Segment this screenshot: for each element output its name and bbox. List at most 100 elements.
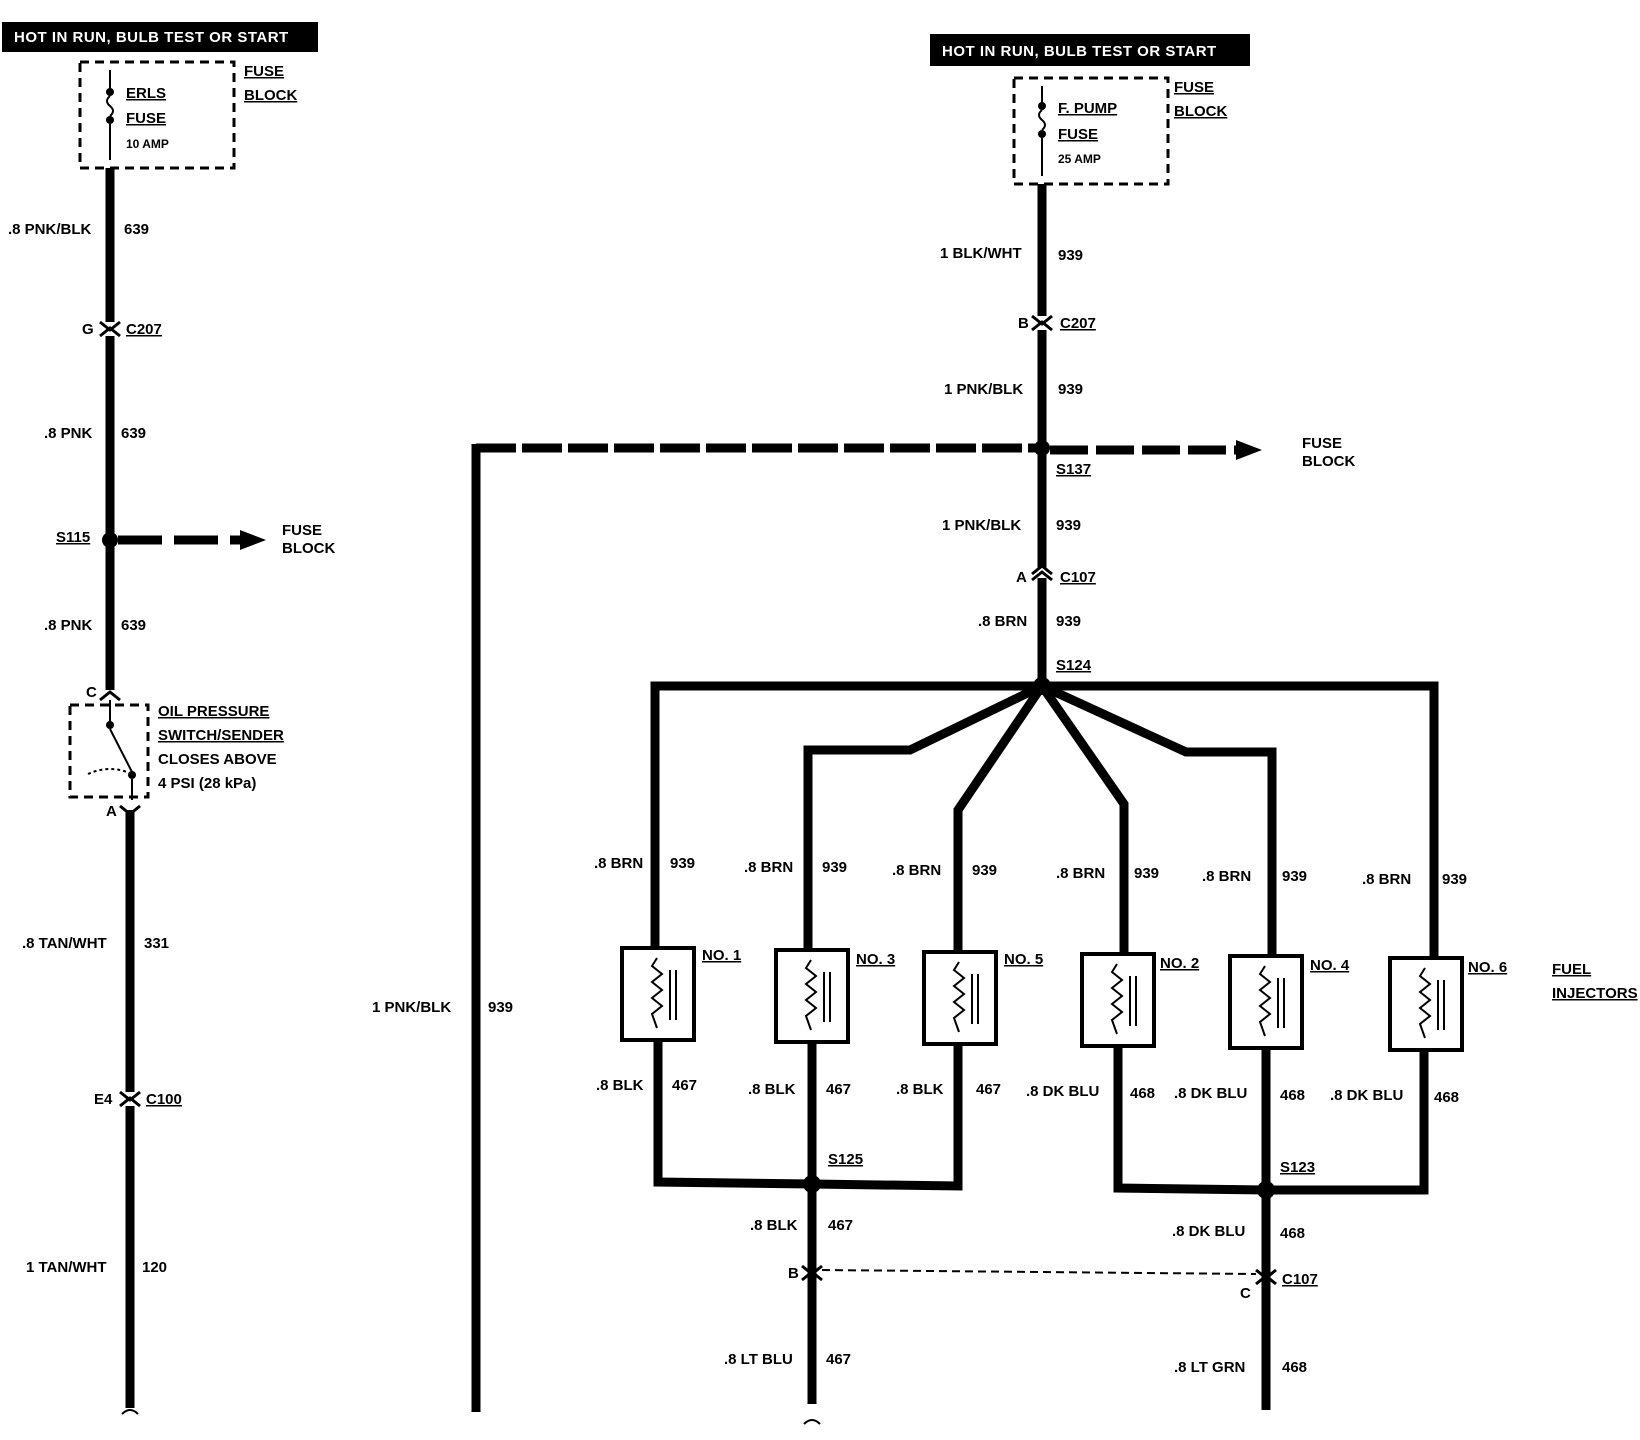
left-wire1-label: .8 PNK/BLK [8,221,92,238]
injector-2-top-circuit: 939 [1134,865,1159,882]
right-c107-c-pin: C [1240,1285,1251,1302]
injector-2-top-label: .8 BRN [1056,865,1105,882]
right-s124-splice [1033,677,1051,695]
left-wire-end [121,1409,139,1415]
right-fuse-block-box [1012,76,1170,186]
left-wire4-label: .8 TAN/WHT [22,935,107,952]
branch-no1 [650,681,1042,948]
return-no5 [811,1044,963,1191]
left-wire2-label: .8 PNK [44,425,93,442]
injector-4-name: NO. 4 [1310,957,1350,974]
injector-1-top-label: .8 BRN [594,855,643,872]
right-out2-circuit: 468 [1280,1225,1305,1242]
left-fuse-block-box [78,60,236,170]
right-s137-dest-2: BLOCK [1302,453,1355,470]
right-fuse-name-2: FUSE [1058,126,1098,143]
injector-3-top-label: .8 BRN [744,859,793,876]
left-switch-text-2: SWITCH/SENDER [158,727,284,744]
left-s115-arrow [240,530,266,550]
right-c107-a-name: C107 [1060,569,1096,586]
left-switch-text-1: OIL PRESSURE [158,703,269,720]
right-s123-name: S123 [1280,1159,1315,1176]
injector-5-bottom-circuit: 467 [976,1081,1001,1098]
right-final2-label: .8 LT GRN [1174,1359,1245,1376]
injector-3-name: NO. 3 [856,951,895,968]
injector-4-top-circuit: 939 [1282,868,1307,885]
right-out1-label: .8 BLK [750,1217,798,1234]
injector-1-name: NO. 1 [702,947,741,964]
injector-3-bottom-circuit: 467 [826,1081,851,1098]
injector-5-name: NO. 5 [1004,951,1043,968]
right-c207-connector [1031,314,1053,332]
right-s123-splice [1257,1181,1275,1199]
injector-2-bottom-circuit: 468 [1130,1085,1155,1102]
injector-no6 [1388,956,1464,1052]
right-fuse-block-label-1: FUSE [1174,79,1214,96]
branch-no6 [1042,681,1439,962]
left-fuse-rating: 10 AMP [126,137,169,151]
right-wire2-label: 1 PNK/BLK [944,381,1023,398]
injector-6-bottom-label: .8 DK BLU [1330,1087,1403,1104]
injector-no4 [1228,954,1304,1050]
right-wire1-label: 1 BLK/WHT [940,245,1022,262]
left-c207-pin: G [82,321,94,338]
right-fuse-rating: 25 AMP [1058,152,1101,166]
fuel-injectors-label-1: FUEL [1552,961,1591,978]
right-fuse-name-1: F. PUMP [1058,100,1117,117]
left-s115-splice [102,532,118,548]
right-header-text: HOT IN RUN, BULB TEST OR START [942,43,1217,60]
right-c207-name: C207 [1060,315,1096,332]
injector-no1 [620,946,696,1042]
injector-2-name: NO. 2 [1160,955,1199,972]
right-long-wire-circuit: 939 [488,999,513,1016]
right-s125-splice [803,1175,821,1193]
injector-4-bottom-circuit: 468 [1280,1087,1305,1104]
injector-no5 [922,950,998,1046]
injector-2-bottom-label: .8 DK BLU [1026,1083,1099,1100]
left-wire1-circuit: 639 [124,221,149,238]
right-s137-splice [1034,440,1050,456]
right-return-wires [653,1040,1429,1410]
right-final1-end [803,1419,821,1425]
right-wire4-label: .8 BRN [978,613,1027,630]
oil-pressure-switch-icon [87,690,136,800]
right-c107-a-pin: A [1016,569,1027,586]
left-s115-name: S115 [56,529,90,546]
injector-1-bottom-label: .8 BLK [596,1077,644,1094]
left-wire2-circuit: 639 [121,425,146,442]
return-no1 [653,1040,813,1189]
left-fuse-name-1: ERLS [126,85,166,102]
left-wire4-circuit: 331 [144,935,169,952]
injector-1-top-circuit: 939 [670,855,695,872]
injector-6-name: NO. 6 [1468,959,1507,976]
right-out2-label: .8 DK BLU [1172,1223,1245,1240]
right-s137-dest-1: FUSE [1302,435,1342,452]
injector-6-bottom-circuit: 468 [1434,1089,1459,1106]
branch-no4 [1040,681,1277,960]
left-switch-pin-c: C [86,684,97,701]
injector-4-top-label: .8 BRN [1202,868,1251,885]
right-c207-pin: B [1018,315,1029,332]
right-s124-name: S124 [1056,657,1092,674]
right-c107-c-connector [1255,1268,1277,1286]
left-fuse-icon [106,70,114,160]
right-circuit: HOT IN RUN, BULB TEST OR START F. PUMP F… [372,34,1638,1425]
right-s125-name: S125 [828,1151,863,1168]
right-header-bar [930,34,1250,66]
right-c107-b-connector [801,1264,823,1282]
right-c107-b-pin: B [788,1265,799,1282]
left-circuit: HOT IN RUN, BULB TEST OR START ERLS FUSE… [2,22,335,1415]
left-switch-text-4: 4 PSI (28 kPa) [158,775,256,792]
injector-5-bottom-label: .8 BLK [896,1081,944,1098]
left-fuse-name-2: FUSE [126,110,166,127]
right-wire4-circuit: 939 [1056,613,1081,630]
injector-1-bottom-circuit: 467 [672,1077,697,1094]
left-switch-text-3: CLOSES ABOVE [158,751,277,768]
branch-no5 [953,683,1046,952]
injector-4-bottom-label: .8 DK BLU [1174,1085,1247,1102]
right-wire3-label: 1 PNK/BLK [942,517,1021,534]
right-c107-a-connector [1031,564,1053,582]
left-fuse-block-label-1: FUSE [244,63,284,80]
right-c107-dashed-link [821,1269,1257,1275]
